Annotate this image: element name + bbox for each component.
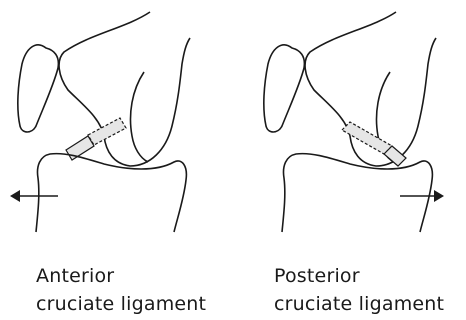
posterior-knee-diagram bbox=[246, 0, 446, 235]
arrow-right-icon bbox=[434, 190, 444, 202]
posterior-caption-line1: Posterior bbox=[274, 262, 444, 290]
patella-outline bbox=[18, 45, 59, 132]
anterior-caption-line1: Anterior bbox=[36, 262, 206, 290]
anterior-caption-line2: cruciate ligament bbox=[36, 290, 206, 318]
tibia-outline bbox=[282, 154, 432, 232]
arrow-left-icon bbox=[10, 190, 20, 202]
anterior-knee-svg bbox=[0, 0, 200, 235]
anterior-caption: Anterior cruciate ligament bbox=[36, 262, 206, 318]
femur-condyle-line bbox=[131, 72, 149, 162]
posterior-caption: Posterior cruciate ligament bbox=[274, 262, 444, 318]
ligament-hidden-part bbox=[88, 118, 126, 145]
tibia-outline bbox=[36, 154, 186, 232]
posterior-caption-line2: cruciate ligament bbox=[274, 290, 444, 318]
patella-outline bbox=[264, 45, 305, 132]
posterior-knee-svg bbox=[246, 0, 446, 235]
anterior-knee-diagram bbox=[0, 0, 200, 235]
